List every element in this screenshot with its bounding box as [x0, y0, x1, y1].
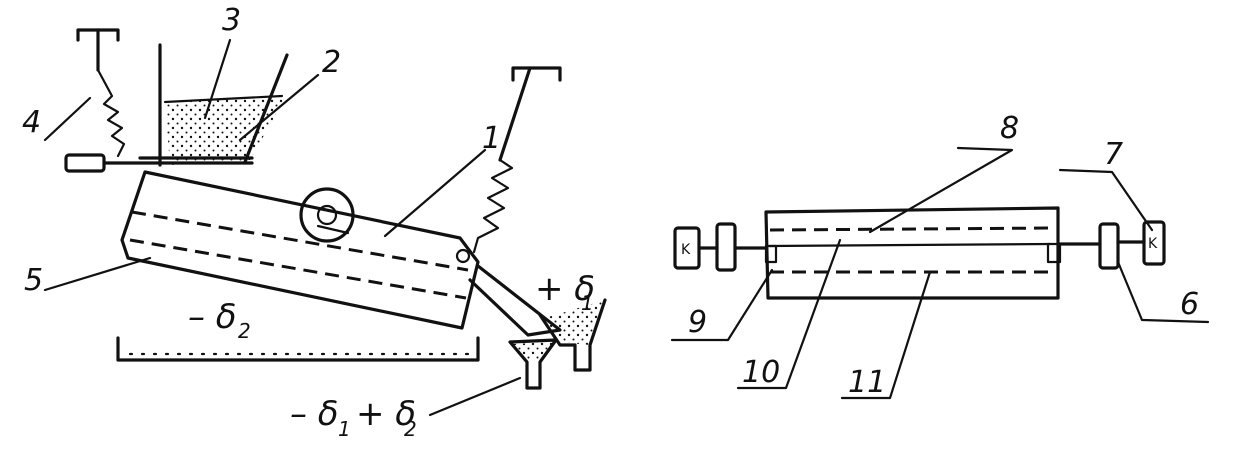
svg-text:1: 1 — [581, 291, 594, 315]
label-11: 11 — [848, 365, 886, 400]
collector-cone — [508, 338, 558, 390]
left-diagram: 4 3 2 1 5 + δ 1 – δ 2 – δ 1 + δ 2 — [22, 3, 607, 441]
feed-rod — [64, 153, 254, 173]
right-leader-lines — [670, 146, 1210, 400]
label-9: 9 — [688, 305, 707, 340]
label-7: 7 — [1104, 137, 1123, 172]
motor-right: K — [1058, 220, 1166, 270]
right-suspension — [472, 66, 562, 254]
vibrator-disk — [299, 187, 355, 243]
label-mixed-fraction: – δ 1 + δ 2 — [290, 394, 417, 441]
svg-text:2: 2 — [238, 319, 251, 343]
right-diagram: K K — [670, 111, 1210, 400]
svg-text:+ δ: + δ — [356, 394, 416, 434]
oversize-chute — [468, 264, 607, 372]
svg-text:– δ: – δ — [290, 394, 339, 434]
label-6: 6 — [1180, 287, 1199, 322]
label-2: 2 — [322, 45, 341, 80]
undersize-tray — [116, 336, 480, 362]
screen-body — [120, 170, 480, 330]
svg-text:K: K — [1148, 236, 1158, 252]
svg-text:K: K — [681, 242, 691, 258]
label-10: 10 — [742, 355, 780, 390]
left-suspension — [76, 28, 126, 158]
label-minus-delta2: – δ 2 — [188, 297, 251, 343]
motor-left: K — [673, 222, 768, 272]
label-1: 1 — [482, 121, 501, 156]
left-leader-lines — [43, 38, 522, 417]
feed-hopper — [158, 43, 289, 167]
svg-text:– δ: – δ — [188, 297, 237, 337]
trough — [764, 206, 1062, 300]
label-3: 3 — [222, 3, 241, 38]
svg-text:1: 1 — [338, 417, 351, 441]
label-plus-delta1: + δ 1 — [535, 269, 595, 315]
label-8: 8 — [1000, 111, 1019, 146]
label-5: 5 — [24, 263, 43, 298]
label-4: 4 — [22, 105, 41, 140]
svg-text:2: 2 — [404, 417, 417, 441]
svg-text:+ δ: + δ — [535, 269, 595, 309]
